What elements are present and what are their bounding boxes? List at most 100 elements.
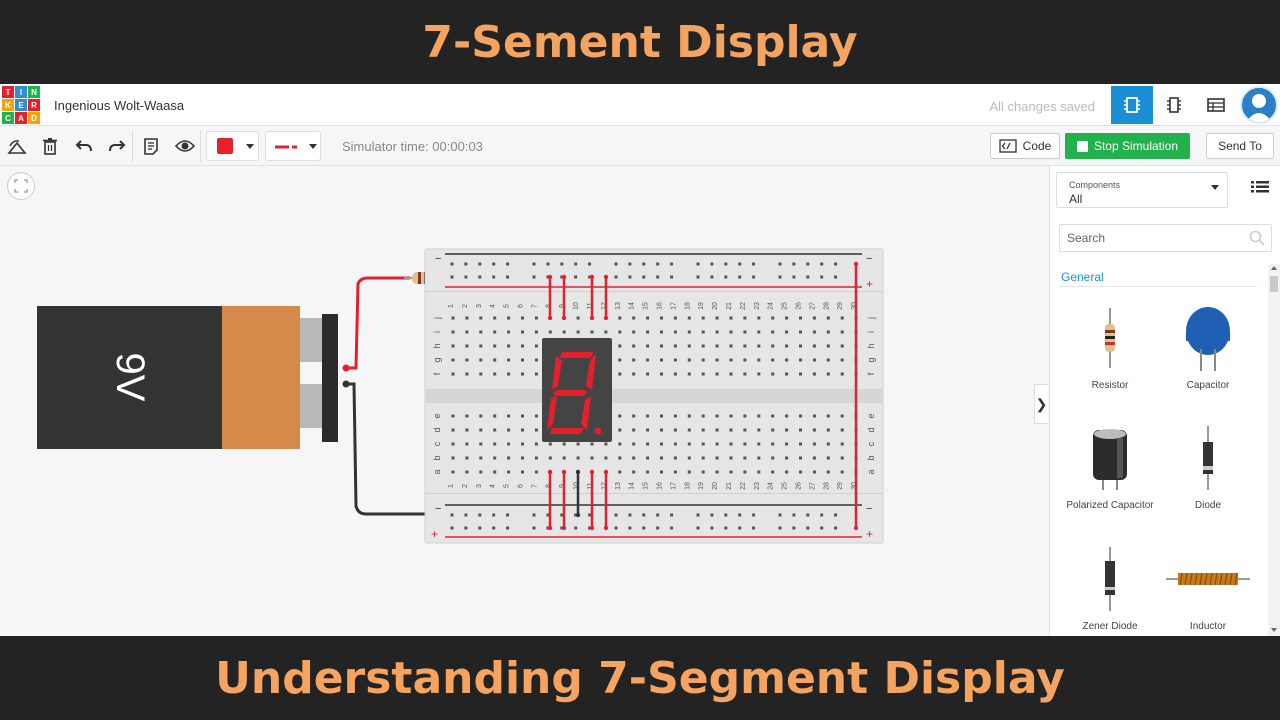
breadboard-hole bbox=[506, 526, 510, 530]
breadboard-hole bbox=[506, 513, 510, 517]
breadboard-hole bbox=[451, 456, 455, 460]
breadboard-hole bbox=[450, 275, 454, 279]
breadboard-hole bbox=[840, 428, 844, 432]
trash-icon bbox=[43, 138, 57, 155]
logo-letter: E bbox=[15, 99, 27, 111]
undo-button[interactable] bbox=[73, 135, 95, 157]
breadboard-hole bbox=[451, 414, 455, 418]
breadboard-hole bbox=[632, 414, 636, 418]
component-polarized-capacitor[interactable]: Polarized Capacitor bbox=[1062, 418, 1158, 528]
breadboard-hole bbox=[534, 316, 538, 320]
breadboard-hole bbox=[493, 414, 497, 418]
breadboard-hole bbox=[673, 456, 677, 460]
capacitor-icon bbox=[1186, 307, 1230, 371]
battery-positive-terminal[interactable] bbox=[342, 364, 350, 372]
seven-segment-display[interactable] bbox=[542, 338, 612, 442]
chevron-right-icon: ❯ bbox=[1035, 395, 1048, 412]
breadboard-hole bbox=[534, 358, 538, 362]
component-list-button[interactable] bbox=[1195, 86, 1237, 124]
scrollbar-thumb[interactable] bbox=[1270, 276, 1278, 292]
fit-view-button[interactable] bbox=[7, 172, 35, 200]
breadboard-hole bbox=[778, 526, 782, 530]
row-letter: h bbox=[866, 343, 876, 348]
delete-button[interactable] bbox=[39, 135, 61, 157]
breadboard-hole bbox=[687, 330, 691, 334]
list-view-button[interactable] bbox=[1251, 180, 1269, 196]
battery-negative-terminal[interactable] bbox=[342, 380, 350, 388]
section-general[interactable]: General bbox=[1061, 270, 1104, 284]
breadboard-hole bbox=[560, 262, 564, 266]
component-diode[interactable]: Diode bbox=[1160, 418, 1256, 528]
breadboard[interactable]: − − + − − + + 11223344556677889910101111… bbox=[424, 248, 884, 544]
component-resistor[interactable]: Resistor bbox=[1062, 298, 1158, 408]
breadboard-hole bbox=[812, 316, 816, 320]
breadboard-hole bbox=[521, 456, 524, 460]
breadboard-hole bbox=[588, 526, 592, 530]
logo-letter: K bbox=[2, 99, 14, 111]
breadboard-hole bbox=[673, 372, 677, 376]
column-number: 12 bbox=[601, 302, 608, 310]
breadboard-hole bbox=[521, 442, 524, 446]
rotate-button[interactable] bbox=[6, 135, 28, 157]
component-zener-diode[interactable]: Zener Diode bbox=[1062, 539, 1158, 636]
schematic-view-button[interactable] bbox=[1153, 86, 1195, 124]
breadboard-hole bbox=[479, 442, 483, 446]
breadboard-hole bbox=[778, 275, 782, 279]
breadboard-hole bbox=[799, 470, 802, 474]
row-letter: h bbox=[432, 343, 442, 348]
component-inductor[interactable]: Inductor bbox=[1160, 539, 1256, 636]
code-button[interactable]: Code bbox=[990, 133, 1060, 159]
breadboard-hole bbox=[632, 442, 636, 446]
collapse-panel-button[interactable]: ❯ bbox=[1034, 384, 1048, 424]
notes-button[interactable] bbox=[140, 135, 162, 157]
jumper-wires[interactable] bbox=[547, 261, 859, 531]
user-avatar[interactable] bbox=[1240, 86, 1278, 124]
breadboard-column-numbers: 1122334455667788991010111112121313141415… bbox=[448, 302, 858, 490]
component-search[interactable] bbox=[1059, 224, 1272, 252]
stop-simulation-button[interactable]: Stop Simulation bbox=[1065, 133, 1190, 159]
breadboard-hole bbox=[778, 513, 782, 517]
column-number: 26 bbox=[796, 302, 803, 310]
breadboard-hole bbox=[687, 470, 691, 474]
breadboard-hole bbox=[646, 330, 650, 334]
video-title: 7-Sement Display bbox=[422, 16, 858, 68]
breadboard-hole bbox=[771, 428, 775, 432]
breadboard-hole bbox=[771, 470, 775, 474]
row-letter: g bbox=[432, 357, 442, 362]
breadboard-hole bbox=[656, 275, 660, 279]
breadboard-hole bbox=[465, 456, 469, 460]
visibility-button[interactable] bbox=[174, 135, 196, 157]
component-capacitor[interactable]: Capacitor bbox=[1160, 298, 1256, 408]
circuit-canvas[interactable]: 9V bbox=[0, 166, 1048, 636]
breadboard-hole bbox=[799, 330, 802, 334]
positive-wire[interactable] bbox=[346, 276, 410, 370]
redo-button[interactable] bbox=[106, 135, 128, 157]
breadboard-hole bbox=[618, 428, 622, 432]
column-number: 19 bbox=[698, 482, 705, 490]
panel-scrollbar[interactable] bbox=[1268, 264, 1280, 636]
wire-color-dropdown[interactable] bbox=[206, 131, 259, 161]
display-segment bbox=[550, 428, 584, 434]
breadboard-hole bbox=[588, 513, 592, 517]
project-name[interactable]: Ingenious Wolt-Waasa bbox=[54, 98, 185, 113]
send-to-button[interactable]: Send To bbox=[1206, 133, 1274, 159]
row-letter: c bbox=[866, 441, 876, 446]
editor-toolbar: Simulator time: 00:00:03 Code Stop Simul… bbox=[0, 126, 1280, 166]
breadboard-hole bbox=[479, 372, 483, 376]
breadboard-hole bbox=[785, 414, 789, 418]
breadboard-hole bbox=[687, 456, 691, 460]
negative-wire[interactable] bbox=[346, 382, 452, 516]
components-dropdown[interactable]: Components All bbox=[1056, 172, 1228, 208]
column-number: 11 bbox=[587, 482, 594, 489]
breadboard-hole bbox=[465, 316, 469, 320]
wire-type-dropdown[interactable] bbox=[265, 131, 321, 161]
breadboard-hole bbox=[696, 275, 700, 279]
circuit-view-button[interactable] bbox=[1111, 86, 1153, 124]
breadboard-hole bbox=[820, 513, 824, 517]
search-input[interactable] bbox=[1060, 225, 1245, 251]
breadboard-hole bbox=[492, 513, 496, 517]
battery-9v[interactable]: 9V bbox=[37, 306, 338, 449]
breadboard-hole bbox=[757, 442, 761, 446]
row-letter: i bbox=[866, 331, 876, 333]
